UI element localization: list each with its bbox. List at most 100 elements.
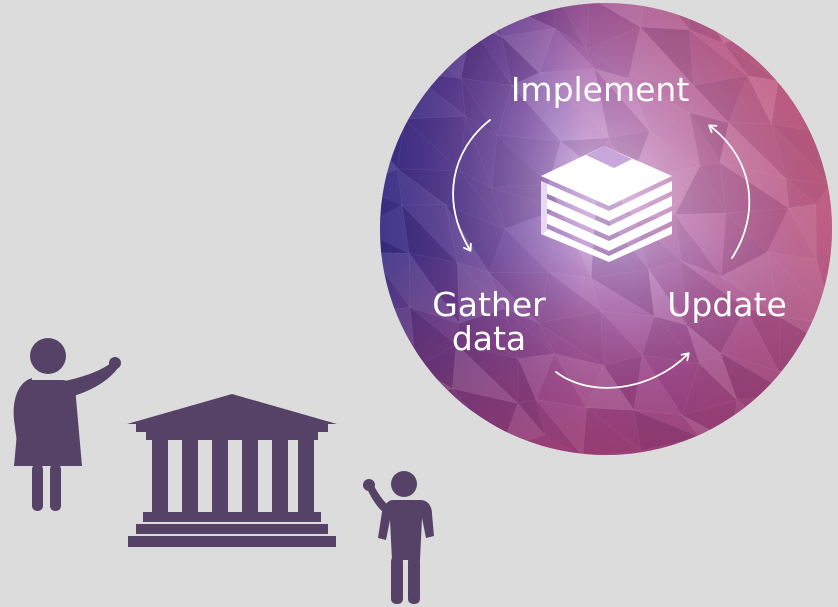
facet xyxy=(400,3,473,34)
facet xyxy=(767,207,818,260)
facet xyxy=(380,3,402,50)
facet xyxy=(689,29,749,86)
facet xyxy=(404,115,466,172)
facet xyxy=(639,26,694,87)
facet xyxy=(747,75,779,125)
facet xyxy=(730,399,778,442)
facet xyxy=(517,399,546,436)
facet xyxy=(692,75,749,124)
facet xyxy=(720,251,781,318)
facet xyxy=(380,252,411,309)
facet xyxy=(496,84,562,142)
facet xyxy=(380,392,400,452)
facet xyxy=(517,358,537,404)
facet xyxy=(537,310,604,367)
facet xyxy=(504,308,555,354)
facet xyxy=(781,3,817,49)
facet xyxy=(548,271,602,312)
facet xyxy=(380,228,410,254)
facet xyxy=(457,262,506,309)
facet xyxy=(585,48,629,79)
facet xyxy=(460,77,513,136)
facet xyxy=(641,315,701,365)
facet xyxy=(491,134,550,189)
facet xyxy=(736,392,791,436)
facet xyxy=(775,29,825,92)
facet xyxy=(538,68,610,139)
facet xyxy=(699,162,727,214)
facet xyxy=(720,212,768,277)
facet xyxy=(680,260,746,309)
facet xyxy=(380,204,410,254)
facet xyxy=(460,115,493,189)
facet xyxy=(501,35,540,87)
facet xyxy=(640,3,691,31)
facet xyxy=(744,308,781,372)
facet xyxy=(766,251,832,324)
facet xyxy=(633,409,702,451)
facet xyxy=(452,343,519,404)
facet xyxy=(590,268,655,317)
facet xyxy=(401,204,459,263)
government-building-icon xyxy=(127,394,337,547)
facet xyxy=(535,399,587,455)
arrow-update-to-implement xyxy=(708,124,751,259)
facet xyxy=(380,3,401,35)
facet xyxy=(380,91,406,126)
facet xyxy=(399,25,473,79)
facet xyxy=(674,212,727,278)
facet xyxy=(402,388,458,443)
facet xyxy=(775,3,815,49)
step-label-gather-line2: data xyxy=(452,319,526,358)
facet xyxy=(593,68,650,132)
facet xyxy=(628,78,694,114)
facet xyxy=(680,260,747,326)
facet xyxy=(444,203,506,274)
step-label-implement: Implement xyxy=(511,70,690,109)
facet xyxy=(491,187,562,230)
facet xyxy=(788,203,817,260)
facet xyxy=(380,32,412,74)
facet xyxy=(380,366,417,405)
facet xyxy=(648,112,701,167)
facet xyxy=(538,271,602,324)
facet xyxy=(380,48,412,94)
facet xyxy=(445,204,490,274)
facet xyxy=(738,3,783,32)
facet xyxy=(380,72,412,120)
facet xyxy=(785,178,832,205)
facet xyxy=(719,162,790,209)
facet xyxy=(511,72,562,142)
man-waving-icon xyxy=(363,471,434,604)
facet xyxy=(380,370,404,405)
facet xyxy=(400,32,463,79)
facet xyxy=(776,392,816,455)
facet xyxy=(719,162,790,214)
facet xyxy=(648,260,688,327)
facet xyxy=(588,3,648,28)
facet xyxy=(727,122,787,180)
facet xyxy=(585,3,642,51)
facet xyxy=(488,272,539,324)
facet xyxy=(582,407,642,455)
facet xyxy=(380,392,404,440)
facet xyxy=(396,168,447,206)
facet xyxy=(380,306,417,368)
facet xyxy=(396,118,462,172)
low-poly-facets xyxy=(380,3,832,455)
facet xyxy=(409,307,460,345)
facet xyxy=(590,277,655,317)
facet xyxy=(504,207,561,273)
facet xyxy=(408,252,460,324)
stacked-documents-icon xyxy=(541,146,672,262)
facet xyxy=(517,353,556,401)
facet xyxy=(681,363,738,416)
step-label-gather-line1: Gather xyxy=(432,285,546,324)
facet xyxy=(460,170,506,230)
facet xyxy=(400,3,473,27)
facet xyxy=(401,204,458,264)
facet xyxy=(399,403,459,442)
facet xyxy=(488,271,549,324)
facet xyxy=(537,322,604,366)
